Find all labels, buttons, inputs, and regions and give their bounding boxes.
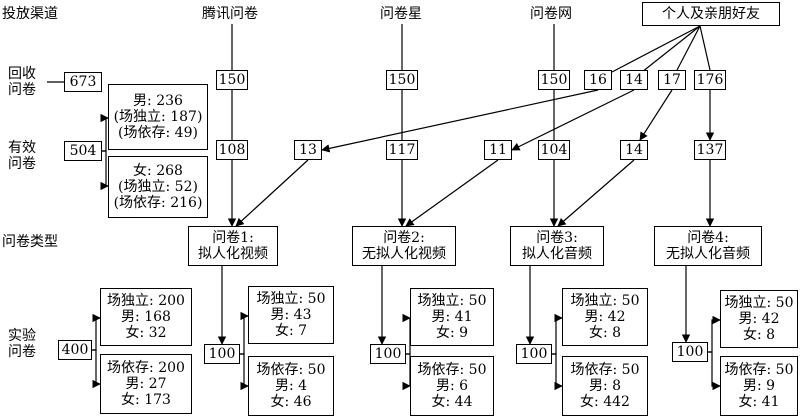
connector-3	[100, 150, 109, 191]
connector-32	[240, 353, 249, 391]
channel-wenjuanwang: 问卷网	[530, 6, 572, 22]
connector-21	[235, 159, 309, 227]
connector-14	[641, 25, 701, 73]
connector-36	[552, 353, 563, 391]
connector-22	[405, 159, 499, 227]
count-friends-a: 16	[584, 70, 612, 90]
connector-17	[321, 89, 599, 153]
experiment-label: 实验问卷	[8, 328, 36, 360]
recovered-count: 673	[64, 72, 102, 92]
connector-26	[92, 349, 101, 389]
group-2-total: 100	[370, 344, 406, 364]
channels-section-label: 投放渠道	[2, 6, 58, 22]
count-wjw-top: 150	[538, 70, 570, 90]
channel-friends-box: 个人及亲朋好友	[642, 2, 780, 26]
count-friends-b: 14	[620, 70, 648, 90]
group-4-total: 100	[672, 342, 708, 362]
connector-19	[639, 89, 673, 141]
connector-15	[675, 25, 701, 73]
count-mid-137: 137	[694, 140, 726, 160]
questionnaire-type-section-label: 问卷类型	[2, 234, 58, 250]
valid-label: 有效问卷	[8, 140, 36, 172]
connector-23	[557, 159, 635, 227]
count-mid-11: 11	[484, 140, 512, 160]
count-friends-d: 176	[694, 70, 726, 90]
valid-count: 504	[64, 141, 102, 161]
connector-25	[92, 313, 101, 351]
valid-female-box: 女: 268 (场独立: 52) (场依存: 216)	[108, 156, 208, 218]
experiment-total: 400	[58, 340, 92, 360]
connector-35	[552, 313, 563, 355]
connector-37	[708, 315, 721, 353]
count-wjx-bottom: 117	[386, 140, 418, 160]
channel-wenjuanxing: 问卷星	[380, 6, 422, 22]
count-friends-c: 17	[658, 70, 686, 90]
connector-16	[699, 25, 711, 71]
count-tencent-top: 150	[216, 70, 248, 90]
channel-friends-label: 个人及亲朋好友	[662, 6, 760, 22]
questionnaire-2: 问卷2:无拟人化视频	[352, 226, 456, 266]
questionnaire-1: 问卷1:拟人化视频	[188, 226, 278, 266]
count-tencent-bottom: 108	[216, 140, 248, 160]
count-mid-14: 14	[620, 140, 648, 160]
connector-38	[708, 351, 721, 391]
valid-male-box: 男: 236 (场独立: 187) (场依存: 49)	[108, 84, 208, 150]
recovered-label: 回收问卷	[8, 66, 36, 98]
connector-18	[511, 89, 635, 151]
connector-13	[611, 25, 701, 73]
questionnaire-3: 问卷3:拟人化音频	[510, 226, 604, 266]
group-3-total: 100	[516, 344, 552, 364]
questionnaire-4: 问卷4:无拟人化音频	[654, 226, 762, 266]
count-wjx-top: 150	[386, 70, 418, 90]
count-wjw-bottom: 104	[538, 140, 570, 160]
count-mid-13: 13	[294, 140, 322, 160]
connector-31	[240, 311, 249, 355]
channel-tencent: 腾讯问卷	[202, 6, 258, 22]
group-1-total: 100	[204, 344, 240, 364]
